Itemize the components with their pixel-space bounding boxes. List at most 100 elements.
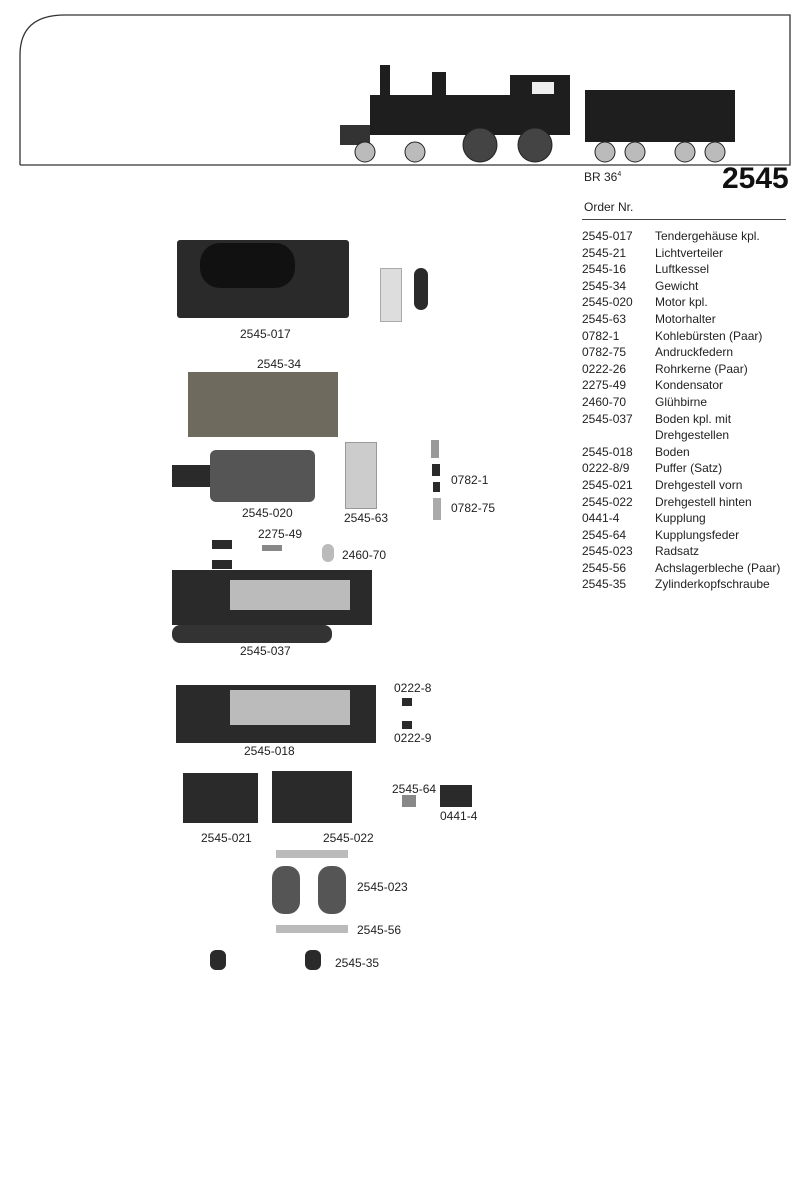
order-label: Order Nr. bbox=[584, 200, 634, 214]
front-bogie-part bbox=[183, 773, 258, 823]
part-description: Kupplung bbox=[655, 511, 706, 526]
part-label: 2545-63 bbox=[344, 511, 389, 525]
wheelset-part bbox=[318, 866, 346, 914]
part-label: 2460-70 bbox=[342, 548, 387, 562]
locomotive-image bbox=[340, 65, 735, 163]
part-description: Motorhalter bbox=[655, 311, 716, 326]
parts-list-row: 2545-34 Gewicht bbox=[582, 278, 792, 295]
part-number: 2545-34 bbox=[582, 278, 627, 293]
part-description: Boden kpl. mit Drehgestellen bbox=[655, 411, 732, 443]
parts-list-row: 2545-023 Radsatz bbox=[582, 543, 792, 560]
part-number: 0441-4 bbox=[582, 511, 620, 526]
part-number: 2460-70 bbox=[582, 394, 627, 409]
capacitor-part bbox=[212, 540, 232, 549]
parts-list-row: 2545-018 Boden bbox=[582, 444, 792, 461]
axle-plate-part bbox=[276, 850, 348, 858]
part-label: 2275-49 bbox=[258, 527, 303, 541]
parts-list-row: 2545-020 Motor kpl. bbox=[582, 294, 792, 311]
part-number: 2545-35 bbox=[582, 577, 627, 592]
part-label: 2545-018 bbox=[244, 744, 295, 758]
part-number: 0782-1 bbox=[582, 328, 620, 343]
part-number: 2545-023 bbox=[582, 544, 633, 559]
part-number: 0222-8/9 bbox=[582, 461, 630, 476]
part-label: 2545-022 bbox=[323, 831, 374, 845]
part-description: Gewicht bbox=[655, 278, 699, 293]
header-frame bbox=[19, 14, 791, 166]
screw-part bbox=[210, 950, 226, 970]
part-description: Glühbirne bbox=[655, 394, 708, 409]
divider bbox=[582, 219, 786, 220]
parts-list-row: 2545-037 Boden kpl. mit Drehgestellen bbox=[582, 411, 792, 444]
part-description: Achslagerbleche (Paar) bbox=[655, 560, 781, 575]
part-number: 2545-037 bbox=[582, 411, 633, 426]
part-label: 0222-8 bbox=[394, 681, 432, 695]
part-description: Motor kpl. bbox=[655, 295, 708, 310]
part-label: 2545-023 bbox=[357, 880, 408, 894]
parts-list: 2545-017 Tendergehäuse kpl. 2545-21 Lichtve… bbox=[582, 228, 792, 593]
part-number: 2545-16 bbox=[582, 262, 627, 277]
part-description: Tendergehäuse kpl. bbox=[655, 229, 760, 243]
screw-part bbox=[305, 950, 321, 970]
coupling-part bbox=[440, 785, 472, 807]
parts-list-row: 2460-70 Glühbirne bbox=[582, 394, 792, 411]
model-designation: BR 364 bbox=[584, 170, 622, 184]
part-label: 0782-75 bbox=[451, 501, 496, 515]
part-label: 2545-020 bbox=[242, 506, 293, 520]
floor-complete-detail bbox=[230, 580, 350, 610]
part-description: Luftkessel bbox=[655, 262, 710, 277]
carbon-brush-part bbox=[432, 464, 440, 476]
parts-list-row: 2545-21 Lichtverteiler bbox=[582, 245, 792, 262]
floor-detail bbox=[230, 690, 350, 725]
motor-shaft-part bbox=[172, 465, 210, 487]
part-label: 2545-56 bbox=[357, 923, 402, 937]
wheelset-part bbox=[272, 866, 300, 914]
bogies-part bbox=[172, 625, 332, 643]
part-description: Drehgestell vorn bbox=[655, 477, 743, 492]
part-label: 2545-64 bbox=[392, 782, 437, 796]
carbon-brush-part bbox=[433, 482, 440, 492]
part-number: 2545-020 bbox=[582, 295, 633, 310]
part-number: 2545-63 bbox=[582, 311, 627, 326]
bulb-part bbox=[322, 544, 334, 562]
parts-list-row: 0441-4 Kupplung bbox=[582, 510, 792, 527]
part-description: Puffer (Satz) bbox=[655, 461, 723, 476]
part-number: 2545-56 bbox=[582, 560, 627, 575]
part-number: 0782-75 bbox=[582, 345, 627, 360]
part-number: 2545-21 bbox=[582, 245, 627, 260]
capacitor-part bbox=[212, 560, 232, 569]
part-description: Kupplungsfeder bbox=[655, 527, 740, 542]
parts-list-row: 2545-35 Zylinderkopfschraube bbox=[582, 576, 792, 593]
motor-holder-part bbox=[345, 442, 377, 509]
part-label: 2545-34 bbox=[257, 357, 302, 371]
parts-list-row: 2545-017 Tendergehäuse kpl. bbox=[582, 228, 792, 245]
parts-list-row: 0782-75 Andruckfedern bbox=[582, 344, 792, 361]
part-label: 2545-021 bbox=[201, 831, 252, 845]
parts-list-row: 2545-63 Motorhalter bbox=[582, 311, 792, 328]
parts-list-row: 2545-021 Drehgestell vorn bbox=[582, 477, 792, 494]
part-number: 2545-017 bbox=[582, 229, 633, 243]
weight-part bbox=[188, 372, 338, 437]
part-description: Radsatz bbox=[655, 544, 700, 559]
rear-bogie-part bbox=[272, 771, 352, 823]
motor-part bbox=[210, 450, 315, 502]
parts-list-row: 0222-8/9 Puffer (Satz) bbox=[582, 460, 792, 477]
part-description: Andruckfedern bbox=[655, 345, 734, 360]
part-number: 2545-021 bbox=[582, 477, 633, 492]
part-description: Kondensator bbox=[655, 378, 724, 393]
spring-part bbox=[433, 498, 441, 520]
axle-plate-part bbox=[276, 925, 348, 933]
part-description: Zylinderkopfschraube bbox=[655, 577, 770, 592]
capacitor-part bbox=[262, 545, 282, 551]
part-label: 2545-037 bbox=[240, 644, 291, 658]
part-number: 2545-018 bbox=[582, 444, 633, 459]
part-number: 2545-022 bbox=[582, 494, 633, 509]
parts-list-row: 2545-16 Luftkessel bbox=[582, 261, 792, 278]
part-label: 0222-9 bbox=[394, 731, 432, 745]
part-description: Lichtverteiler bbox=[655, 245, 724, 260]
part-description: Boden bbox=[655, 444, 690, 459]
light-distributor-part bbox=[380, 268, 402, 322]
